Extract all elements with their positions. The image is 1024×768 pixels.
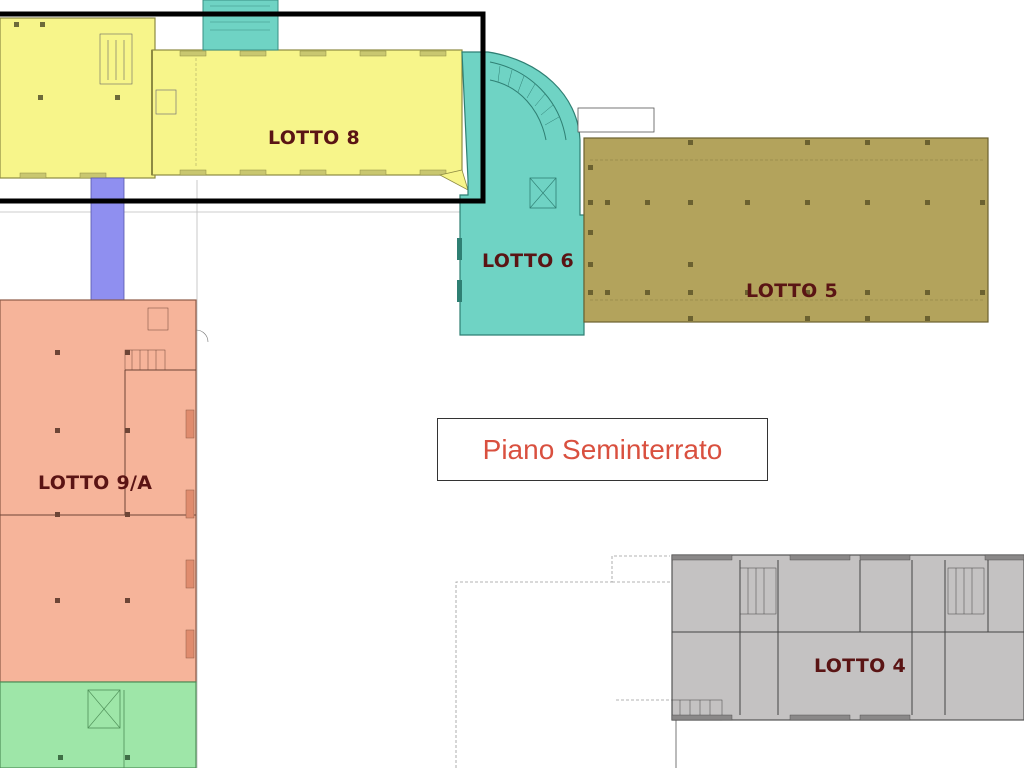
green-block — [0, 681, 197, 768]
lotto8-label: LOTTO 8 — [268, 127, 361, 149]
lotto4-block — [671, 554, 1024, 721]
floor-title: Piano Seminterrato — [482, 433, 723, 465]
outbuilding — [577, 107, 655, 133]
lotto5-pillars — [588, 140, 985, 321]
lotto5-block — [583, 137, 989, 323]
lotto9a-pillars — [55, 350, 130, 603]
top-stair-teal — [202, 0, 279, 51]
floor-title-box: Piano Seminterrato — [437, 418, 768, 481]
corridor-connector — [90, 177, 125, 301]
lotto4-label: LOTTO 4 — [814, 655, 907, 677]
lotto6-curved-stair — [497, 65, 560, 126]
lotto6-block — [457, 51, 585, 336]
lotto8-highlight-frame — [0, 11, 486, 204]
lotto8-block — [0, 17, 469, 191]
lotto9a-label: LOTTO 9/A — [38, 472, 153, 494]
lotto5-label: LOTTO 5 — [746, 280, 839, 302]
lotto8-pillars — [14, 22, 120, 100]
lotto9a-stair — [124, 307, 169, 371]
lotto9a-block — [0, 299, 209, 683]
lotto8-windows — [19, 50, 447, 179]
lotto8-stair — [99, 33, 133, 85]
lotto6-label: LOTTO 6 — [482, 250, 575, 272]
lotto4-stairs — [671, 567, 985, 721]
